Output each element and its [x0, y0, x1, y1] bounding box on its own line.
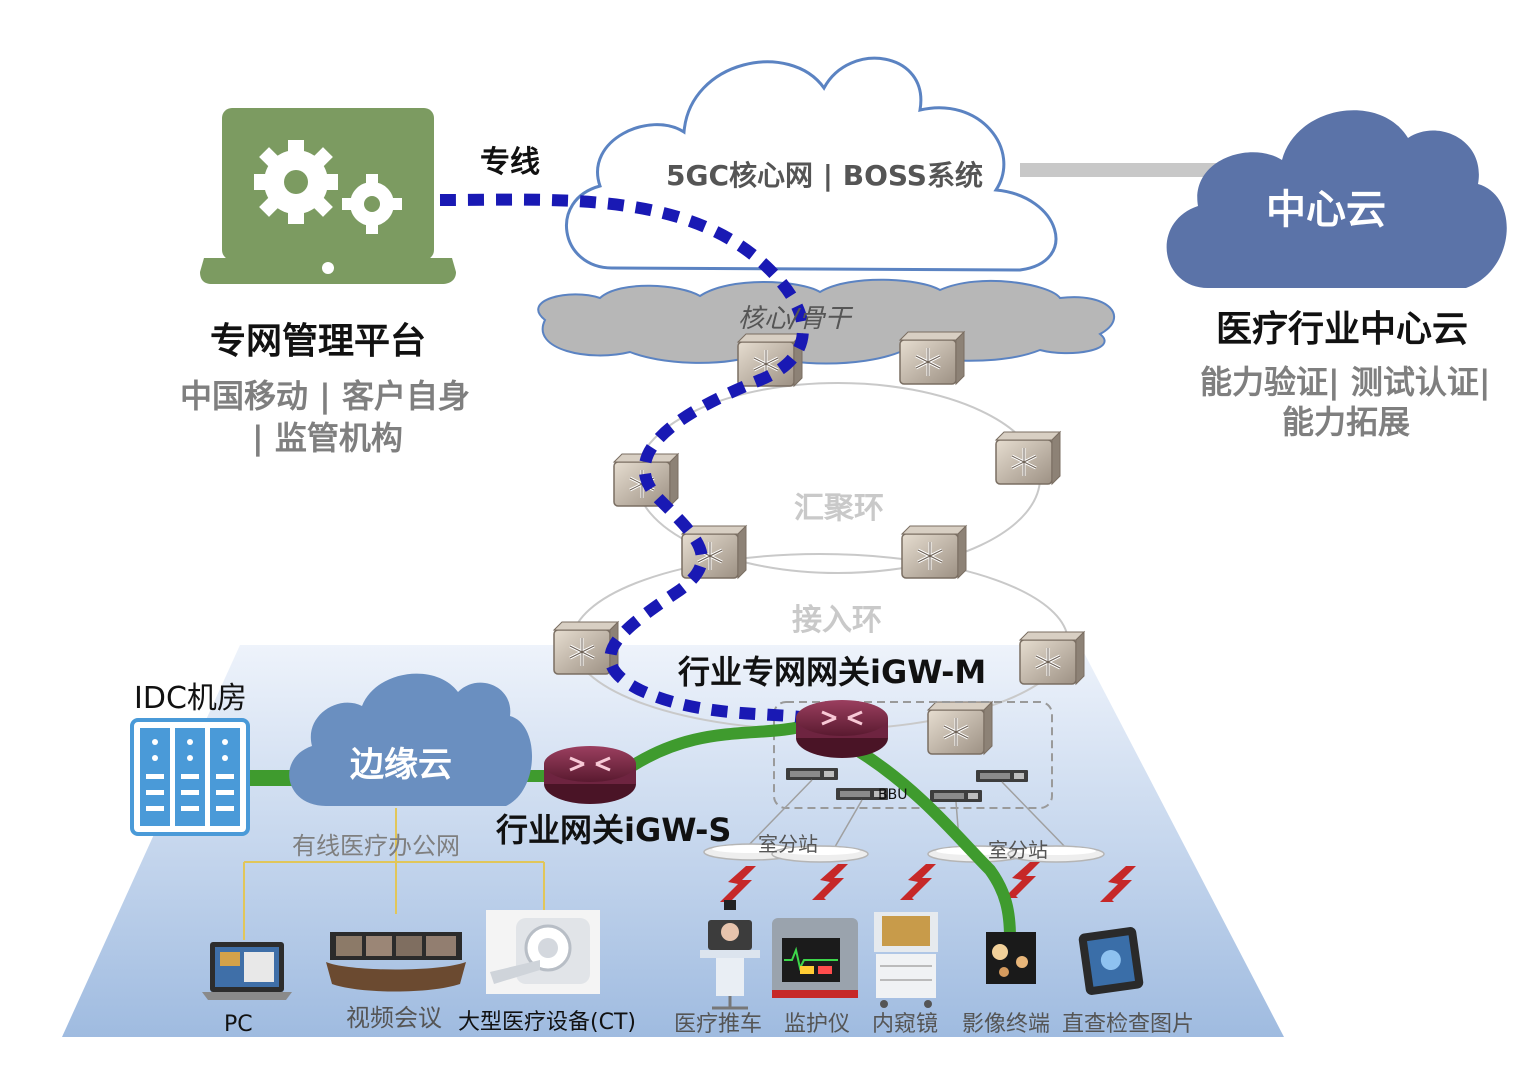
ct-label: 大型医疗设备(CT): [458, 1010, 636, 1035]
edge-cloud-label: 边缘云: [350, 745, 452, 785]
video-conference-label: 视频会议: [346, 1004, 442, 1032]
mgmt-platform-sub1: 中国移动 | 客户自身: [180, 377, 470, 415]
center-cloud: [1166, 110, 1507, 289]
wired-office-network-label: 有线医疗办公网: [292, 832, 460, 860]
mgmt-platform-sub2: | 监管机构: [252, 419, 403, 457]
aggregation-switch-3: [680, 524, 748, 580]
wired-office-tree: [243, 808, 545, 940]
video-conference-device: [326, 932, 466, 992]
medical-center-cloud-sub2: 能力拓展: [1282, 403, 1411, 441]
bbu-unit-3: [930, 790, 982, 802]
aggregation-switch-4: [900, 524, 968, 580]
monitor-label: 监护仪: [784, 1012, 851, 1037]
pc-label: PC: [224, 1012, 253, 1037]
endoscope-device: [874, 912, 938, 1008]
idc-room-label: IDC机房: [134, 681, 247, 716]
core-network-label: 5GC核心网 | BOSS系统: [666, 159, 983, 192]
pc-device: [202, 942, 292, 1000]
igw-m-router: [796, 700, 888, 758]
ct-device: [486, 910, 600, 994]
access-ring-label: 接入环: [792, 603, 882, 638]
idc-server-rack: [130, 718, 250, 836]
access-switch-3: [926, 700, 994, 756]
igw-m-label: 行业专网网关iGW-M: [678, 653, 987, 691]
imaging-terminal-device: [986, 932, 1036, 984]
center-cloud-label: 中心云: [1266, 187, 1386, 233]
aggregation-switch-1: [994, 430, 1062, 486]
aggregation-ring-label: 汇聚环: [794, 491, 884, 526]
mgmt-platform-title: 专网管理平台: [210, 321, 427, 362]
access-switch-2: [1018, 630, 1086, 686]
bbu-unit-1: [786, 768, 838, 780]
management-laptop: [200, 108, 456, 284]
bbu-label: BBU: [878, 787, 908, 803]
medical-center-cloud-title: 医疗行业中心云: [1216, 309, 1469, 350]
patient-monitor-device: [772, 918, 858, 998]
igw-s-label: 行业网关iGW-S: [496, 811, 732, 849]
core-backbone-label: 核心/骨干: [738, 304, 851, 334]
tablet-device: [1078, 927, 1144, 995]
bbu-unit-4: [976, 770, 1028, 782]
indoor-station-label-2: 室分站: [988, 838, 1048, 862]
indoor-station-label-1: 室分站: [758, 832, 818, 856]
medical-center-cloud-sub1: 能力验证| 测试认证|: [1200, 363, 1491, 401]
dedicated-line-label: 专线: [480, 145, 540, 180]
view-images-label: 直查检查图片: [1062, 1012, 1195, 1037]
endoscope-label: 内窥镜: [872, 1012, 939, 1037]
core-network-cloud: [565, 56, 1058, 272]
medical-cart-label: 医疗推车: [674, 1012, 763, 1037]
medical-cart-device: [700, 900, 760, 1010]
dedicated-line: [439, 193, 809, 724]
core-switch-2: [898, 330, 966, 386]
imaging-terminal-label: 影像终端: [962, 1012, 1051, 1037]
igw-s-router: [544, 746, 636, 804]
edge-cloud-shape: [289, 673, 533, 806]
bbu-group-box: [773, 701, 1053, 809]
